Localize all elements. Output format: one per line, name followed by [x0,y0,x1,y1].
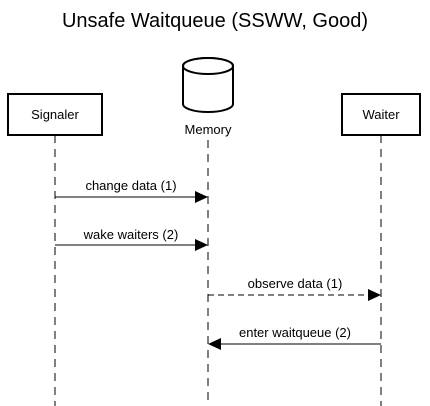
participant-signaler-label: Signaler [31,107,79,122]
participant-waiter: Waiter [341,93,421,136]
participant-memory: Memory [182,57,234,137]
participant-signaler-box [7,93,103,136]
message-enter-waitqueue-label: enter waitqueue (2) [239,325,351,340]
participant-memory-label: Memory [185,122,232,137]
message-observe-data: observe data (1) [208,276,381,301]
database-icon [182,57,234,113]
message-enter-waitqueue-arrowhead [208,338,221,350]
participant-waiter-box [341,93,421,136]
message-observe-data-arrowhead [368,289,381,301]
message-change-data-label: change data (1) [85,178,176,193]
diagram-title: Unsafe Waitqueue (SSWW, Good) [62,10,368,32]
message-wake-waiters-label: wake waiters (2) [83,227,179,242]
message-wake-waiters: wake waiters (2) [55,227,208,251]
message-change-data: change data (1) [55,178,208,203]
message-wake-waiters-arrowhead [195,239,208,251]
message-observe-data-label: observe data (1) [248,276,343,291]
participant-signaler: Signaler [7,93,103,136]
participant-waiter-label: Waiter [362,107,400,122]
message-enter-waitqueue: enter waitqueue (2) [208,325,381,350]
message-change-data-arrowhead [195,191,208,203]
